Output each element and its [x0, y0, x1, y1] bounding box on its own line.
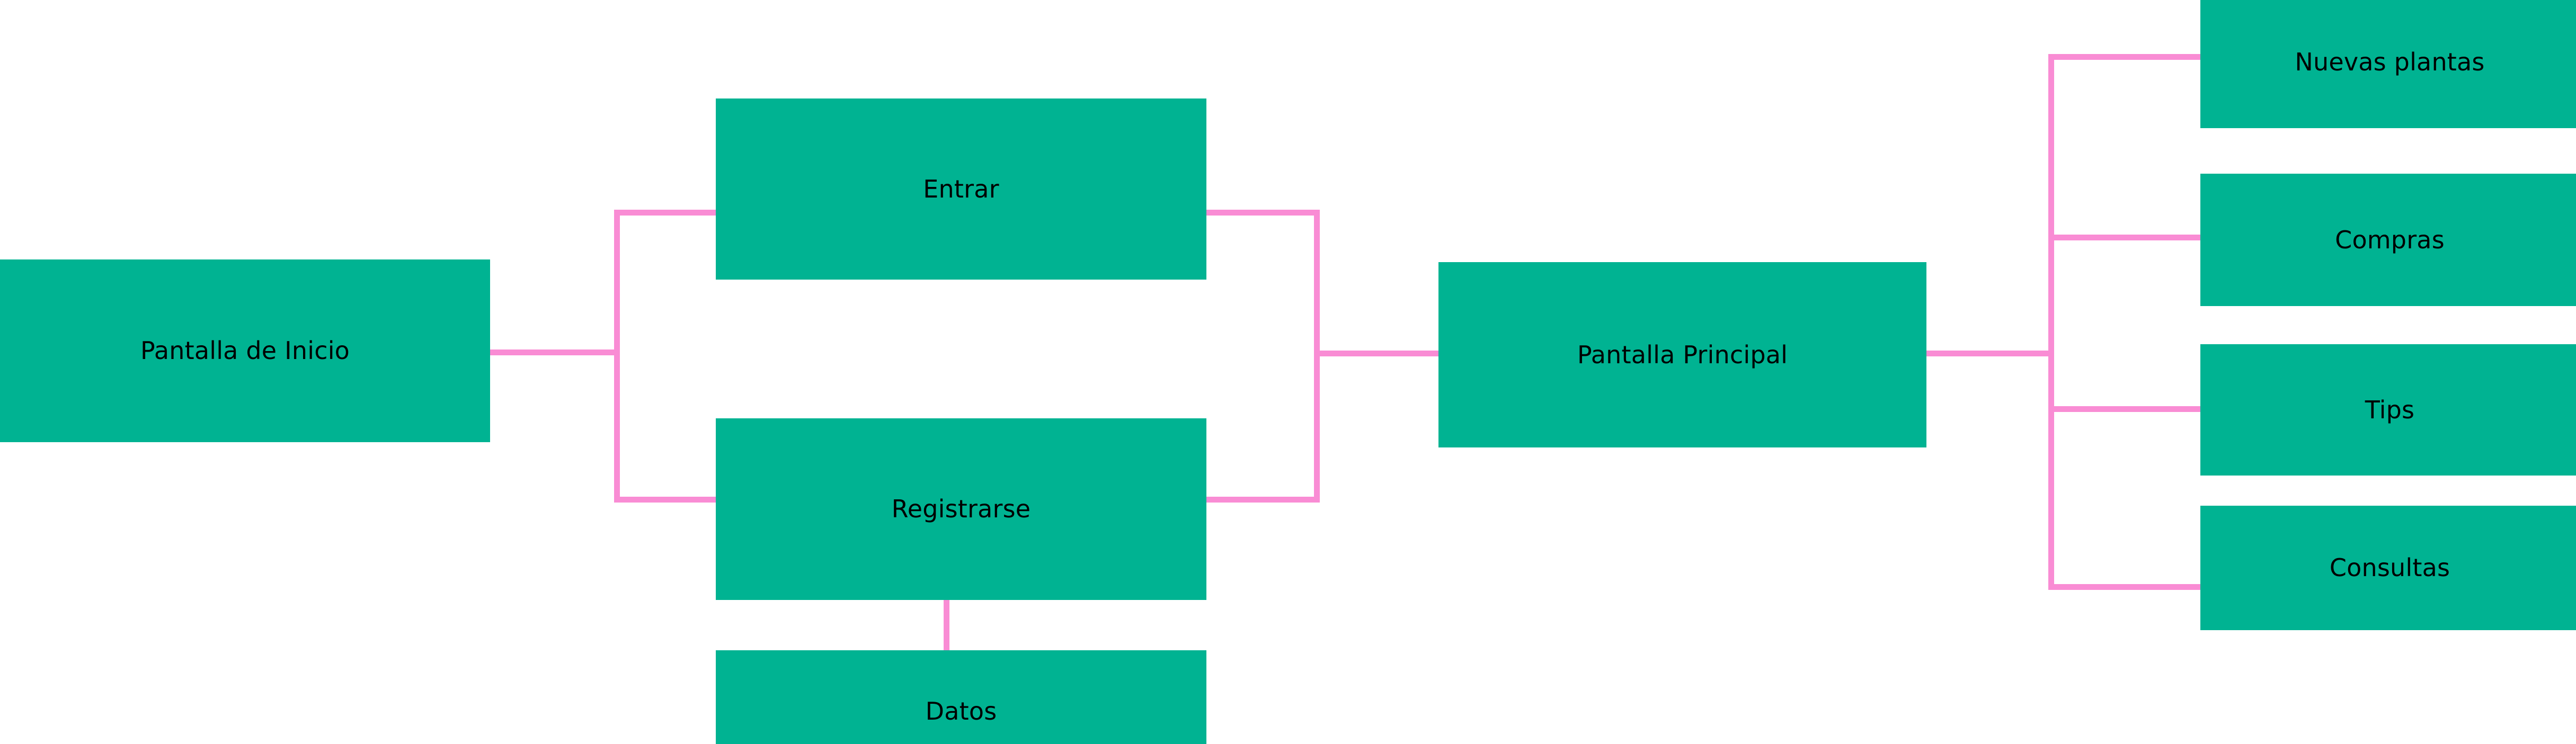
edge-split-vertical-left — [614, 210, 620, 503]
edge-registrarse-to-datos — [944, 600, 949, 653]
node-consultas[interactable]: Consultas — [2200, 506, 2576, 630]
edge-fanout-to-compras — [2048, 235, 2203, 240]
node-compras[interactable]: Compras — [2200, 174, 2576, 306]
edge-fanout-to-nuevas-plantas — [2048, 54, 2203, 60]
edge-fanout-to-consultas — [2048, 584, 2203, 590]
node-registrarse[interactable]: Registrarse — [716, 418, 1206, 600]
node-entrar[interactable]: Entrar — [716, 98, 1206, 280]
node-nuevas-plantas[interactable]: Nuevas plantas — [2200, 0, 2576, 128]
edge-split-to-entrar — [614, 210, 717, 216]
node-pantalla-principal[interactable]: Pantalla Principal — [1438, 262, 1926, 447]
edge-principal-to-fanout — [1926, 351, 2054, 356]
edge-split-to-registrarse — [614, 497, 717, 503]
edge-fanout-to-tips — [2048, 406, 2203, 412]
edge-registrarse-to-merge — [1206, 497, 1320, 503]
edge-merge-to-principal — [1314, 351, 1442, 356]
edge-fanout-vertical — [2048, 54, 2054, 590]
node-tips[interactable]: Tips — [2200, 344, 2576, 476]
edge-inicio-to-split — [490, 349, 620, 355]
node-pantalla-de-inicio[interactable]: Pantalla de Inicio — [0, 259, 490, 442]
edge-entrar-to-merge — [1206, 210, 1320, 216]
node-datos[interactable]: Datos — [716, 650, 1206, 744]
